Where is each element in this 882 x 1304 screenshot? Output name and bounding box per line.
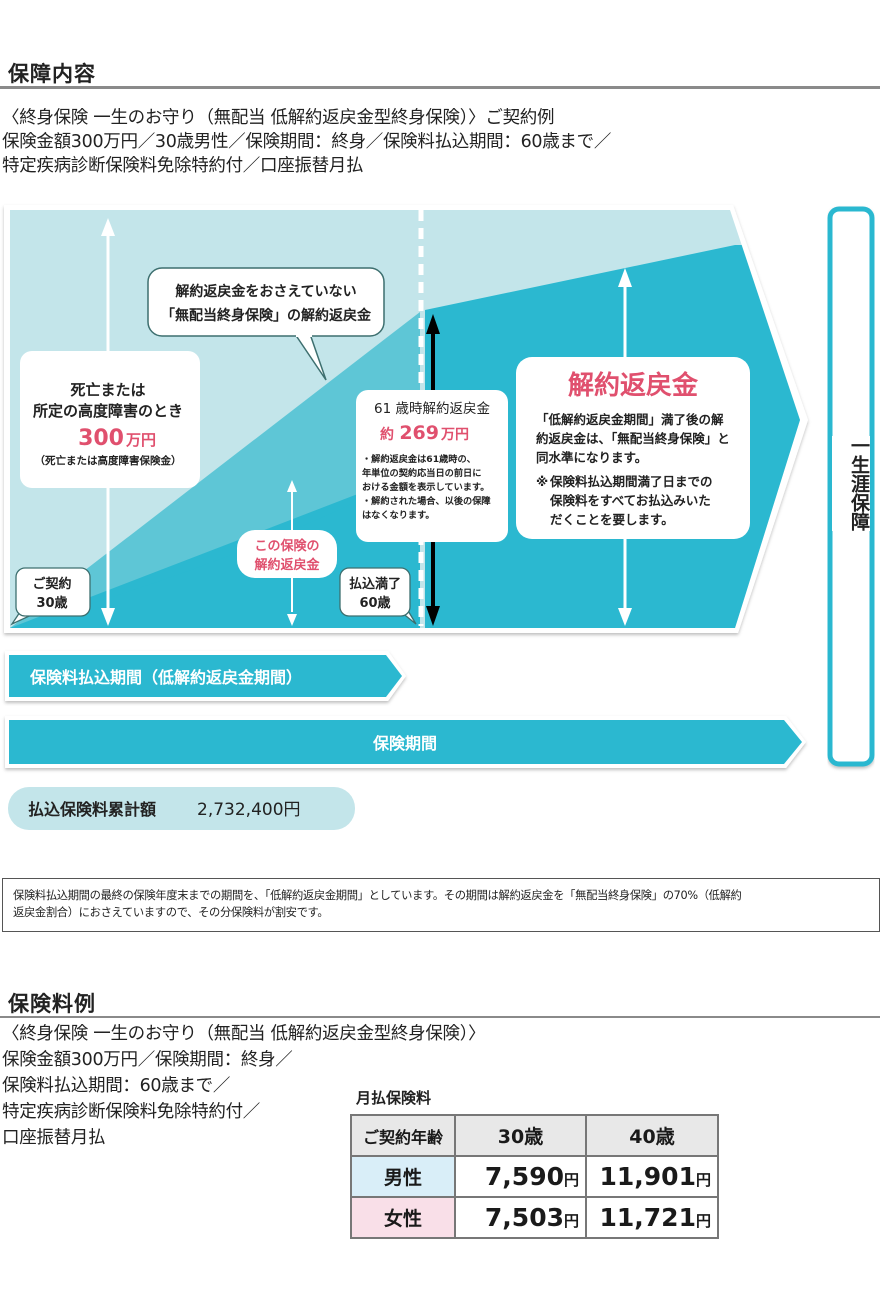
premium-female-30: 7,503円 — [454, 1196, 587, 1239]
header-age-30: 30歳 — [454, 1114, 587, 1157]
coverage-intro-line-2: 保険金額300万円／30歳男性／保険期間：終身／保険料払込期間：60歳まで／ — [2, 132, 612, 152]
arrow-down-icon — [618, 608, 632, 626]
total-paid-pill: 払込保険料累計額 2,732,400円 — [8, 787, 355, 830]
arrow-up-icon — [618, 268, 632, 287]
note-line-2: 返戻金割合）におさえていますので、その分保険料が割安です。 — [13, 906, 329, 919]
arrow-up-icon — [426, 314, 440, 334]
coverage-intro-line-1: 〈終身保険 一生のお守り（無配当 低解約返戻金型終身保険）〉ご契約例 — [2, 108, 555, 128]
coverage-intro-line-3: 特定疾病診断保険料免除特約付／口座振替月払 — [2, 156, 364, 176]
svg-text:「無配当終身保険」の解約返戻金: 「無配当終身保険」の解約返戻金 — [161, 307, 372, 324]
table-row: 男性 7,590円 11,901円 — [350, 1155, 719, 1198]
age61-surrender-box: 61 歳時解約返戻金 約 269 万円 ・解約返戻金は61歳時の、 年単位の契約… — [356, 390, 508, 542]
svg-text:保険料をすべてお払込みいた: 保険料をすべてお払込みいた — [549, 493, 711, 508]
note-line-1: 保険料払込期間の最終の保険年度末までの期間を、「低解約返戻金期間」としています。… — [13, 889, 742, 902]
arrow-up-icon — [287, 480, 297, 492]
svg-text:（死亡または高度障害保険金）: （死亡または高度障害保険金） — [35, 454, 182, 467]
svg-text:269: 269 — [399, 422, 439, 444]
svg-text:ご契約: ご契約 — [32, 576, 71, 592]
death-benefit-box: 死亡または 所定の高度障害のとき 300 万円 （死亡または高度障害保険金） — [20, 351, 200, 488]
standard-balloon: 解約返戻金をおさえていない 「無配当終身保険」の解約返戻金 — [147, 267, 385, 381]
svg-text:・解約返戻金は61歳時の、: ・解約返戻金は61歳時の、 — [362, 453, 476, 465]
svg-text:払込保険料累計額: 払込保険料累計額 — [28, 800, 156, 819]
svg-text:解約返戻金: 解約返戻金 — [568, 370, 699, 401]
svg-text:61 歳時解約返戻金: 61 歳時解約返戻金 — [374, 401, 490, 417]
svg-text:解約返戻金をおさえていない: 解約返戻金をおさえていない — [175, 283, 356, 300]
table-row: 女性 7,503円 11,721円 — [350, 1196, 719, 1239]
svg-text:約: 約 — [380, 426, 394, 443]
premium-period-bar: 保険料払込期間（低解約返戻金期間） — [5, 651, 406, 701]
svg-text:払込満了: 払込満了 — [349, 576, 401, 592]
section-divider — [0, 1016, 880, 1018]
svg-text:死亡または: 死亡または — [70, 381, 145, 399]
svg-text:300: 300 — [78, 426, 124, 451]
paid-up-tag: 払込満了 60歳 — [339, 567, 417, 625]
premium-intro-line-1: 〈終身保険 一生のお守り（無配当 低解約返戻金型終身保険）〉 — [2, 1024, 486, 1044]
premium-intro-line-5: 口座振替月払 — [2, 1128, 106, 1148]
arrow-down-icon — [101, 608, 115, 626]
svg-text:万円: 万円 — [125, 431, 156, 449]
header-age-label: ご契約年齢 — [350, 1114, 456, 1157]
svg-text:万円: 万円 — [440, 427, 469, 443]
premium-intro-line-3: 保険料払込期間：60歳まで／ — [2, 1076, 231, 1096]
contract-start-tag: ご契約 30歳 — [10, 567, 91, 626]
svg-text:60歳: 60歳 — [359, 595, 390, 611]
premium-male-30: 7,590円 — [454, 1155, 587, 1198]
svg-text:年単位の契約応当日の前日に: 年単位の契約応当日の前日に — [362, 467, 481, 479]
monthly-premium-table: ご契約年齢 30歳 40歳 男性 7,590円 11,901円 女性 7,503… — [350, 1114, 719, 1239]
premium-intro-line-4: 特定疾病診断保険料免除特約付／ — [2, 1102, 260, 1122]
header-age-40: 40歳 — [585, 1114, 719, 1157]
svg-text:だくことを要します。: だくことを要します。 — [550, 512, 674, 527]
arrow-down-icon — [426, 606, 440, 626]
svg-text:保険料払込期間（低解約返戻金期間）: 保険料払込期間（低解約返戻金期間） — [29, 668, 302, 687]
svg-text:保険料払込期間満了日までの: 保険料払込期間満了日までの — [549, 474, 713, 489]
arrow-up-icon — [101, 218, 115, 236]
coverage-section-title: 保障内容 — [8, 62, 96, 86]
premium-table-caption: 月払保険料 — [356, 1089, 432, 1107]
table-header-row: ご契約年齢 30歳 40歳 — [350, 1114, 719, 1157]
row-label-female: 女性 — [350, 1196, 456, 1239]
svg-text:・解約された場合、以後の保障: ・解約された場合、以後の保障 — [362, 495, 491, 507]
svg-text:30歳: 30歳 — [36, 595, 67, 611]
low-surrender-note: 保険料払込期間の最終の保険年度末までの期間を、「低解約返戻金期間」としています。… — [2, 878, 880, 932]
arrow-down-icon — [287, 614, 297, 626]
svg-text:所定の高度障害のとき: 所定の高度障害のとき — [33, 402, 183, 420]
svg-text:※: ※ — [536, 474, 548, 489]
premium-female-40: 11,721円 — [585, 1196, 719, 1239]
svg-text:「低解約返戻金期間」満了後の解: 「低解約返戻金期間」満了後の解 — [536, 412, 724, 427]
svg-text:2,732,400円: 2,732,400円 — [197, 800, 301, 820]
svg-text:保険期間: 保険期間 — [372, 734, 437, 753]
row-label-male: 男性 — [350, 1155, 456, 1198]
svg-text:同水準になります。: 同水準になります。 — [536, 450, 647, 465]
premium-intro-line-2: 保険金額300万円／保険期間：終身／ — [2, 1050, 293, 1070]
premium-male-40: 11,901円 — [585, 1155, 719, 1198]
svg-text:はなくなります。: はなくなります。 — [362, 510, 435, 521]
premium-section-title: 保険料例 — [8, 992, 96, 1016]
coverage-period-bar: 保険期間 — [5, 716, 806, 768]
svg-text:この保険の: この保険の — [254, 538, 319, 554]
svg-text:約返戻金は、「無配当終身保険」と: 約返戻金は、「無配当終身保険」と — [536, 431, 730, 446]
this-policy-tag: この保険の 解約返戻金 — [237, 530, 337, 578]
svg-text:解約返戻金: 解約返戻金 — [253, 557, 320, 573]
coverage-diagram: 解約返戻金をおさえていない 「無配当終身保険」の解約返戻金 死亡または 所定の高… — [4, 205, 875, 830]
surrender-value-box: 解約返戻金 「低解約返戻金期間」満了後の解 約返戻金は、「無配当終身保険」と 同… — [516, 357, 750, 539]
lifetime-coverage-label: 一生涯保障 — [832, 436, 870, 531]
svg-text:おける金額を表示しています。: おける金額を表示しています。 — [362, 481, 489, 493]
section-divider — [0, 86, 880, 89]
